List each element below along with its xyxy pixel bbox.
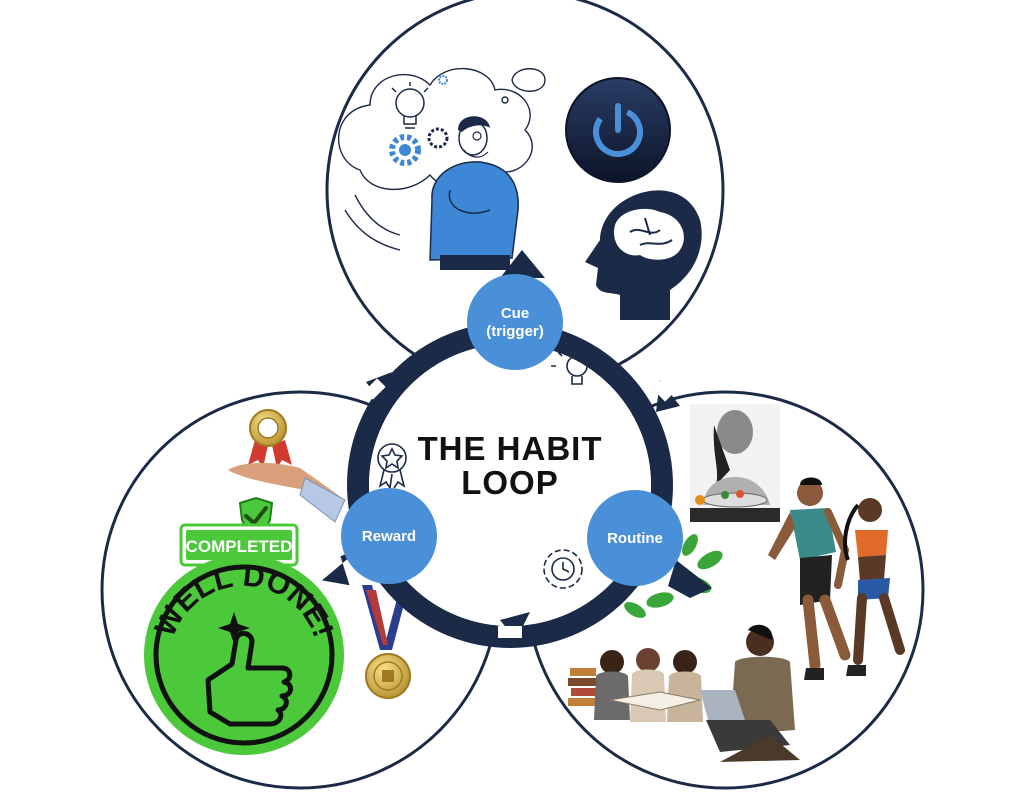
runner-man-icon (768, 477, 851, 680)
sparkle-icon (218, 612, 250, 644)
star-badge-icon (377, 443, 407, 491)
well-done-badge: WELL DONE! (144, 555, 344, 755)
medal-icon (362, 585, 411, 699)
reward-label: Reward (362, 528, 416, 545)
power-button-icon (565, 77, 671, 183)
lightbulb-small-icon (551, 345, 603, 385)
diagram-title: THE HABIT LOOP (418, 430, 603, 501)
thinking-person-icon (429, 116, 519, 270)
arrowhead-reward (321, 548, 361, 586)
laptop-man-icon (700, 624, 800, 762)
routine-node: Routine (587, 490, 683, 586)
reward-node: Reward (341, 488, 437, 584)
routine-label: Routine (607, 530, 663, 547)
cue-node: Cue (trigger) (467, 274, 563, 370)
meal-woman-image (690, 404, 780, 522)
reading-children-icon (568, 648, 703, 722)
clock-cycle-icon (543, 549, 583, 589)
title-line-2: LOOP (461, 464, 559, 501)
cue-label: Cue (501, 305, 529, 322)
brain-head-icon (585, 190, 702, 320)
cue-sublabel: (trigger) (486, 323, 544, 340)
arrowhead-cue (500, 250, 545, 278)
hand-icon (228, 462, 346, 523)
title-line-1: THE HABIT (418, 430, 603, 467)
runner-woman-icon (843, 498, 905, 676)
completed-label: COMPLETED (186, 537, 293, 556)
thought-cloud-icon (338, 68, 546, 251)
thumbs-up-icon (205, 631, 293, 727)
award-ribbon-icon (248, 409, 292, 468)
ring-gaps (364, 378, 674, 638)
completed-badge: COMPLETED (179, 523, 299, 567)
arrowhead-routine (668, 560, 712, 598)
gear-icon (389, 75, 449, 166)
lightbulb-icon (391, 82, 429, 129)
